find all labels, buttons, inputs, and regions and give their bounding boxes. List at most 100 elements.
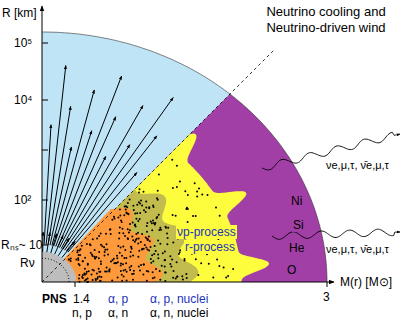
figure-title: Neutrino cooling and Neutrino-driven win… — [248, 4, 404, 36]
matter-dot — [112, 259, 114, 261]
matter-dot — [78, 277, 80, 279]
matter-dot — [128, 232, 130, 234]
matter-dot — [138, 201, 140, 203]
matter-dot — [175, 277, 177, 279]
matter-dot — [145, 237, 147, 239]
matter-dot — [82, 277, 84, 279]
matter-dot — [117, 277, 119, 279]
shell-label: Si — [292, 218, 305, 232]
outer-shells — [42, 94, 327, 282]
matter-dot — [136, 212, 138, 214]
matter-dot — [157, 253, 159, 255]
matter-dot — [129, 266, 131, 268]
matter-dot — [129, 229, 131, 231]
matter-dot — [117, 217, 119, 219]
process-label: νp-process — [176, 225, 237, 239]
dashed-diagonal — [42, 49, 275, 282]
matter-dot — [92, 269, 94, 271]
wind-arrow — [54, 131, 92, 246]
matter-dot — [155, 268, 157, 270]
matter-dot — [104, 249, 106, 251]
matter-dot — [141, 233, 143, 235]
composition-label: α, n — [108, 306, 128, 320]
matter-dot — [172, 187, 174, 189]
matter-dot — [91, 274, 93, 276]
matter-dot — [130, 246, 132, 248]
matter-dot — [122, 232, 124, 234]
matter-dot — [119, 215, 121, 217]
matter-dot — [143, 209, 145, 211]
matter-dot — [158, 229, 160, 231]
matter-dot — [68, 259, 70, 261]
matter-dot — [125, 212, 127, 214]
matter-dot — [143, 191, 145, 193]
matter-dot — [130, 246, 132, 248]
matter-dot — [109, 228, 111, 230]
matter-dot — [119, 226, 121, 228]
axis-label: R [km] — [2, 6, 37, 20]
matter-dot — [176, 261, 178, 263]
matter-dot — [185, 208, 187, 210]
tick-label: 10² — [14, 193, 31, 207]
matter-dot — [134, 212, 136, 214]
matter-dot — [159, 270, 161, 272]
matter-dot — [145, 207, 147, 209]
wind-arrow — [66, 136, 157, 251]
matter-dot — [135, 233, 137, 235]
matter-dot — [100, 263, 102, 265]
matter-dot — [106, 270, 108, 272]
matter-dot — [165, 227, 167, 229]
matter-dot — [113, 216, 115, 218]
matter-dot — [192, 215, 194, 217]
matter-dot — [82, 260, 84, 262]
matter-dot — [126, 271, 128, 273]
matter-dot — [116, 255, 118, 257]
matter-dot — [141, 205, 143, 207]
shell-label: O — [286, 263, 297, 277]
matter-dot — [101, 245, 103, 247]
wind-arrow — [65, 98, 174, 251]
matter-dot — [144, 244, 146, 246]
tick-label: Rν — [20, 256, 35, 270]
neutrino-label: νe,μ,τ, ν̄e,μ,τ — [326, 242, 389, 256]
matter-dot — [129, 199, 131, 201]
wind-arrow — [42, 232, 43, 252]
matter-dot — [82, 274, 84, 276]
region-label: PNS — [42, 292, 67, 306]
axis-tick — [42, 150, 48, 151]
matter-dot — [120, 246, 122, 248]
matter-dot — [232, 268, 234, 270]
matter-dot — [130, 251, 132, 253]
matter-dot — [198, 188, 200, 190]
matter-dot — [118, 237, 120, 239]
matter-dot — [70, 258, 72, 260]
matter-dot — [135, 218, 137, 220]
matter-dot — [162, 252, 164, 254]
matter-dot — [132, 279, 134, 281]
tick-label: Rₙₛ~ 10 — [1, 238, 42, 252]
matter-dot — [125, 262, 127, 264]
matter-dot — [166, 233, 168, 235]
matter-dot — [175, 215, 177, 217]
composition-label: α, p, nuclei — [150, 292, 208, 306]
matter-dot — [158, 214, 160, 216]
matter-dot — [169, 263, 171, 265]
composition-label: n, p — [72, 306, 92, 320]
matter-dot — [77, 259, 79, 261]
matter-dot — [184, 259, 186, 261]
matter-dot — [100, 276, 102, 278]
matter-dot — [194, 182, 196, 184]
pns-core — [42, 252, 76, 282]
matter-dot — [176, 276, 178, 278]
matter-dot — [137, 242, 139, 244]
matter-dot — [187, 194, 189, 196]
matter-dot — [98, 235, 100, 237]
matter-dot — [98, 268, 100, 270]
matter-dot — [120, 270, 122, 272]
matter-dot — [70, 260, 72, 262]
wind-arrow — [58, 117, 116, 247]
matter-dot — [121, 274, 123, 276]
matter-dot — [179, 249, 181, 251]
matter-dot — [143, 264, 145, 266]
